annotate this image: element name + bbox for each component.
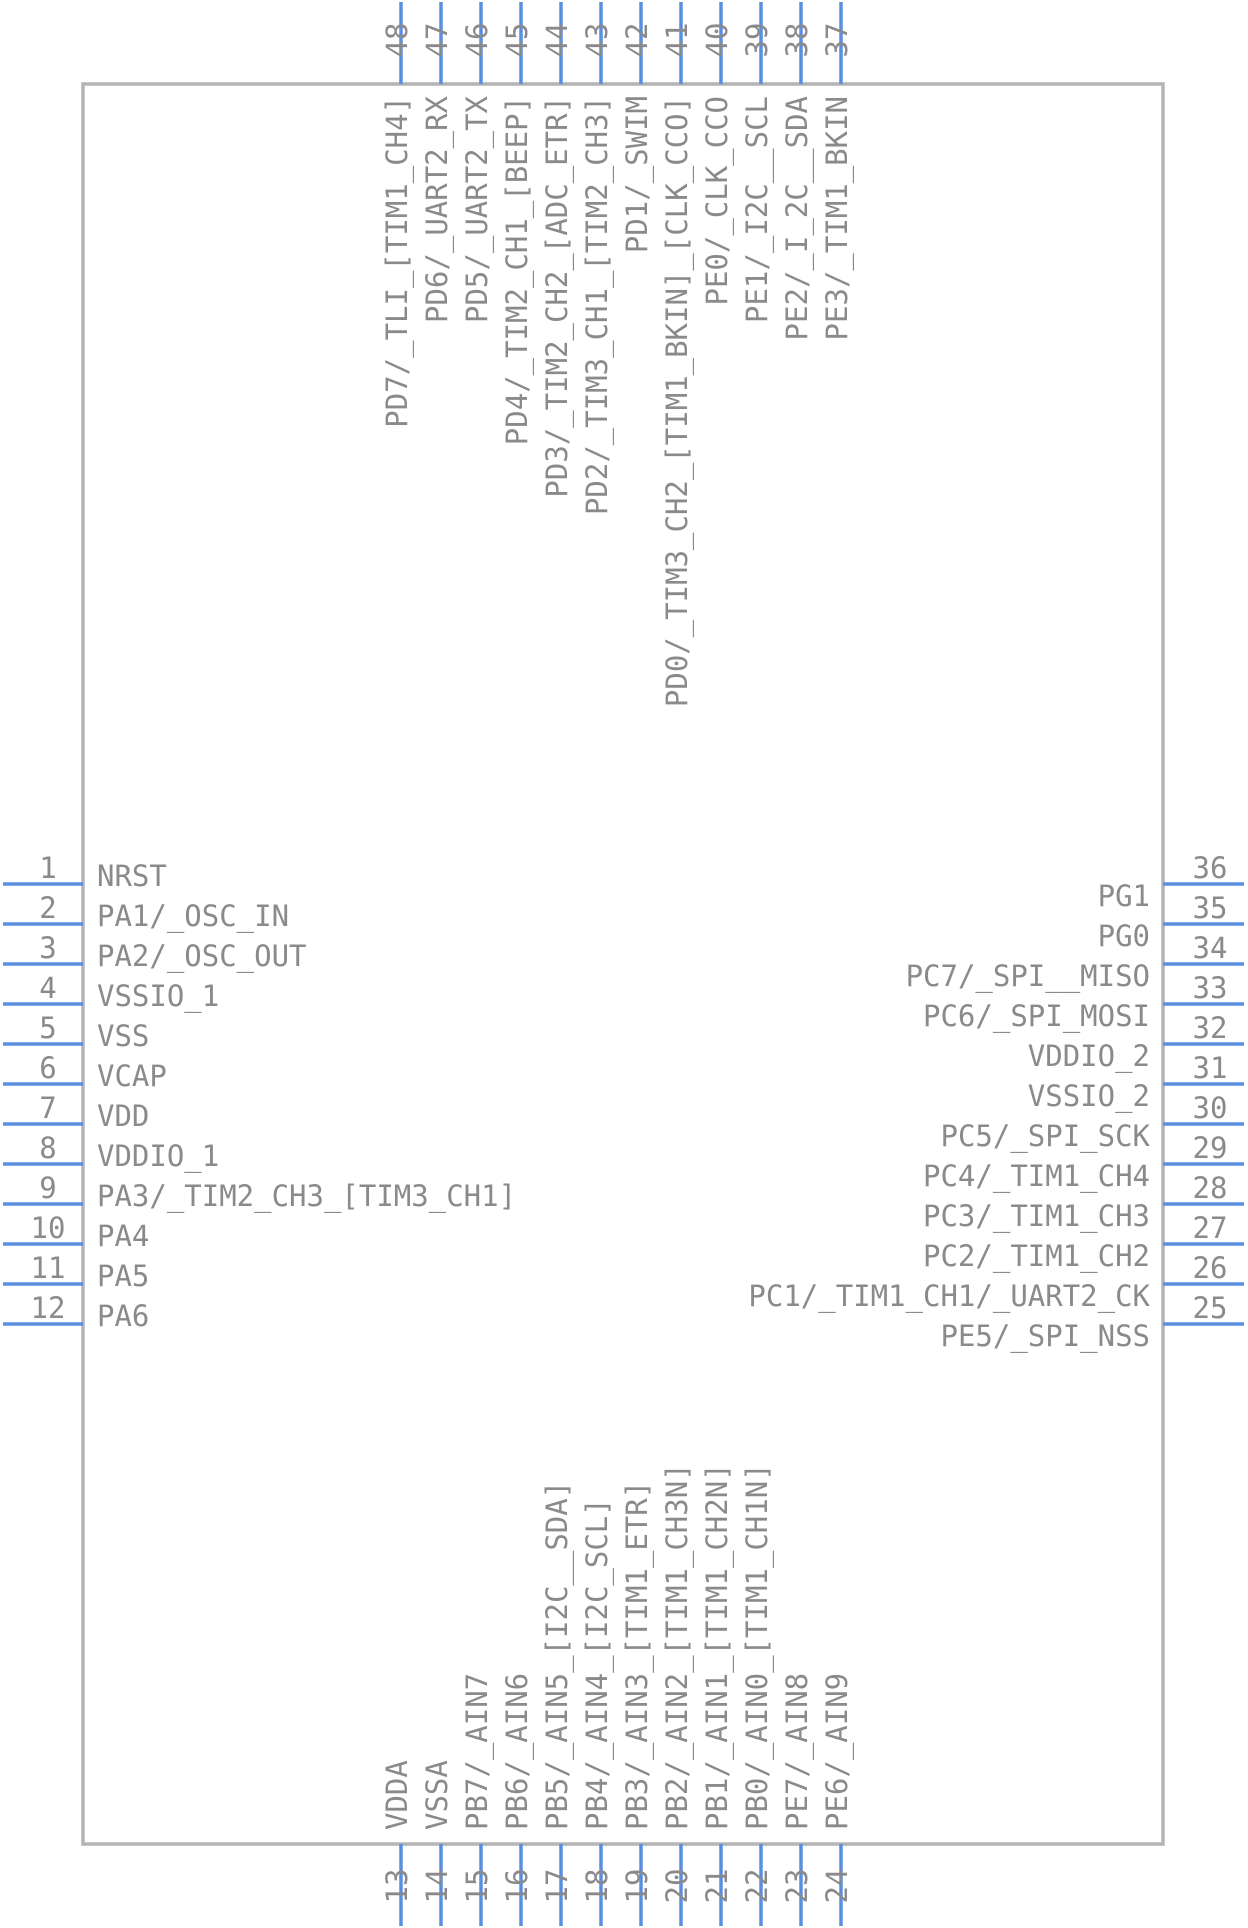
pin-number: 5 xyxy=(39,1011,56,1045)
pin-number: 36 xyxy=(1193,851,1228,885)
pin-number: 30 xyxy=(1193,1091,1228,1125)
pin-number: 28 xyxy=(1193,1171,1228,1205)
pin-number: 3 xyxy=(39,931,56,965)
pin-number: 8 xyxy=(39,1131,56,1165)
pin-label: PA2/_OSC_OUT xyxy=(97,939,307,974)
pin-number: 2 xyxy=(39,891,56,925)
pin-label: PC1/_TIM1_CH1/_UART2_CK xyxy=(748,1279,1150,1314)
pin-number: 42 xyxy=(620,23,654,58)
pin-label: PC3/_TIM1_CH3 xyxy=(923,1199,1150,1234)
pin-number: 41 xyxy=(660,23,694,58)
pin-label: PE7/_AIN8 xyxy=(780,1673,815,1830)
pin-label: PB3/_AIN3_[TIM1_ETR] xyxy=(620,1481,655,1830)
pin-number: 7 xyxy=(39,1091,56,1125)
pin-label: PD4/_TIM2_CH1_[BEEP] xyxy=(500,96,535,445)
pin-label: PD1/_SWIM xyxy=(620,96,655,253)
pin-label: VSS xyxy=(97,1019,149,1053)
pin-number: 27 xyxy=(1193,1211,1228,1245)
pin-label: PD3/_TIM2_CH2_[ADC_ETR] xyxy=(540,96,575,498)
pin-label: PC2/_TIM1_CH2 xyxy=(923,1239,1150,1274)
pin-label: PD5/_UART2_TX xyxy=(460,95,495,323)
pin-label: PC4/_TIM1_CH4 xyxy=(923,1159,1150,1194)
pin-number: 40 xyxy=(700,23,734,58)
pin-number: 15 xyxy=(460,1869,494,1904)
pin-number: 45 xyxy=(500,23,534,58)
pin-label: PB0/_AIN0_[TIM1_CH1N] xyxy=(740,1463,775,1830)
pin-label: PD2/_TIM3_CH1_[TIM2_CH3] xyxy=(580,96,615,515)
pin-number: 22 xyxy=(740,1869,774,1904)
pin-label: PE6/_AIN9 xyxy=(820,1673,855,1830)
pin-label: VDD xyxy=(97,1099,149,1133)
pin-label: PC5/_SPI_SCK xyxy=(940,1119,1150,1154)
pin-label: PD7/_TLI_[TIM1_CH4] xyxy=(380,96,415,428)
pin-number: 25 xyxy=(1193,1291,1228,1325)
pin-label: PA1/_OSC_IN xyxy=(97,899,289,934)
pin-label: PE5/_SPI_NSS xyxy=(940,1319,1150,1354)
pin-number: 46 xyxy=(460,23,494,58)
pin-label: PE0/_CLK_CCO xyxy=(700,96,735,306)
pin-label: VSSIO_2 xyxy=(1028,1079,1150,1114)
pin-number: 33 xyxy=(1193,971,1228,1005)
pin-number: 26 xyxy=(1193,1251,1228,1285)
pin-number: 14 xyxy=(420,1869,454,1904)
pin-label: PE3/_TIM1_BKIN xyxy=(820,96,855,340)
pin-number: 20 xyxy=(660,1869,694,1904)
pin-label: PG1 xyxy=(1098,879,1150,913)
pin-number: 35 xyxy=(1193,891,1228,925)
pin-label: NRST xyxy=(97,859,167,893)
pin-number: 29 xyxy=(1193,1131,1228,1165)
pin-number: 44 xyxy=(540,23,574,58)
pin-number: 34 xyxy=(1193,931,1228,965)
pin-label: VCAP xyxy=(97,1059,167,1093)
pin-label: VDDA xyxy=(380,1760,414,1830)
pin-label: PC7/_SPI__MISO xyxy=(906,959,1150,994)
pin-number: 13 xyxy=(380,1869,414,1904)
pin-label: VDDIO_1 xyxy=(97,1139,219,1174)
pin-number: 24 xyxy=(820,1869,854,1904)
pin-number: 39 xyxy=(740,23,774,58)
pin-number: 19 xyxy=(620,1869,654,1904)
pin-number: 23 xyxy=(780,1869,814,1904)
pin-label: PB4/_AIN4_[I2C_SCL] xyxy=(580,1498,615,1830)
pin-number: 37 xyxy=(820,23,854,58)
pin-number: 11 xyxy=(31,1251,66,1285)
pin-label: PB5/_AIN5_[I2C__SDA] xyxy=(540,1481,575,1830)
pin-number: 4 xyxy=(39,971,56,1005)
pin-number: 47 xyxy=(420,23,454,58)
pin-label: PC6/_SPI_MOSI xyxy=(923,999,1150,1034)
pin-number: 48 xyxy=(380,23,414,58)
pin-number: 21 xyxy=(700,1869,734,1904)
pin-number: 12 xyxy=(31,1291,66,1325)
pin-label: PA3/_TIM2_CH3_[TIM3_CH1] xyxy=(97,1179,516,1214)
pin-number: 18 xyxy=(580,1869,614,1904)
pin-number: 17 xyxy=(540,1869,574,1904)
pin-number: 43 xyxy=(580,23,614,58)
pin-number: 38 xyxy=(780,23,814,58)
pin-number: 16 xyxy=(500,1869,534,1904)
pin-label: PA5 xyxy=(97,1259,149,1293)
pin-number: 10 xyxy=(31,1211,66,1245)
pin-label: PB1/_AIN1_[TIM1_CH2N] xyxy=(700,1463,735,1830)
pin-number: 9 xyxy=(39,1171,56,1205)
pin-label: PD0/_TIM3_CH2_[TIM1_BKIN]_[CLK_CCO] xyxy=(660,96,695,707)
pin-number: 1 xyxy=(39,851,56,885)
pin-label: VSSA xyxy=(420,1760,454,1830)
pin-label: VDDIO_2 xyxy=(1028,1039,1150,1074)
pin-label: PG0 xyxy=(1098,919,1150,953)
pin-label: PA6 xyxy=(97,1299,149,1333)
pin-number: 32 xyxy=(1193,1011,1228,1045)
pin-label: PB7/_AIN7 xyxy=(460,1673,495,1830)
pin-label: PA4 xyxy=(97,1219,149,1253)
pin-label: PD6/_UART2_RX xyxy=(420,95,455,323)
pin-label: PB6/_AIN6 xyxy=(500,1673,535,1830)
pin-label: PE1/_I2C__SCL xyxy=(740,96,775,323)
pin-label: PE2/_I_2C__SDA xyxy=(780,96,815,340)
pin-label: PB2/_AIN2_[TIM1_CH3N] xyxy=(660,1463,695,1830)
pin-number: 31 xyxy=(1193,1051,1228,1085)
pin-label: VSSIO_1 xyxy=(97,979,219,1014)
pin-number: 6 xyxy=(39,1051,56,1085)
